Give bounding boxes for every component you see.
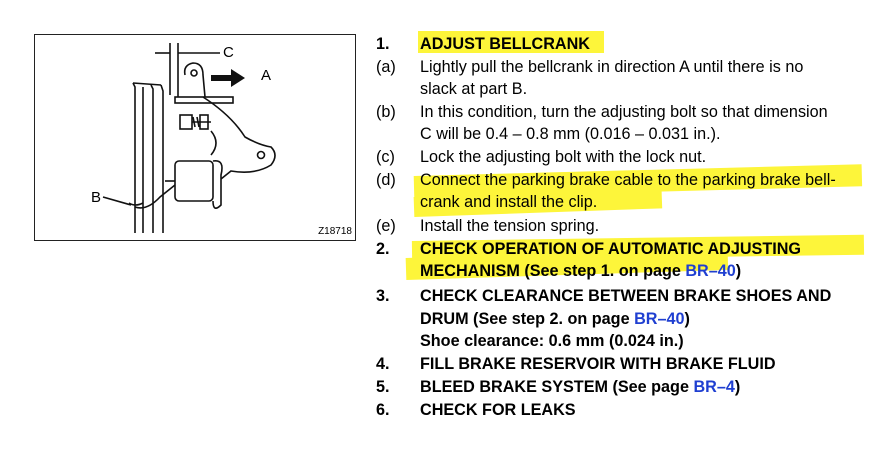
- step-6-number: 6.: [376, 401, 390, 419]
- step-1-title: ADJUST BELLCRANK: [420, 35, 590, 53]
- step-5-title: BLEED BRAKE SYSTEM (See page BR–4): [420, 377, 740, 398]
- step-b-number: (b): [376, 103, 396, 121]
- step-3-close: ): [684, 310, 690, 328]
- bellcrank-illustration: [102, 43, 276, 233]
- step-2-number: 2.: [376, 240, 390, 258]
- step-2-mechanism: MECHANISM: [420, 262, 520, 280]
- step-a-line2: slack at part B.: [420, 80, 528, 98]
- step-2-see: (See step 1. on page: [519, 262, 686, 280]
- step-5-close: ): [734, 378, 741, 396]
- step-2-line1: CHECK OPERATION OF AUTOMATIC ADJUSTING: [420, 240, 802, 258]
- step-3-line2: DRUM (See step 2. on page BR–40): [420, 309, 690, 330]
- label-a: A: [261, 67, 272, 84]
- step-2-close: ): [735, 262, 742, 280]
- step-5-number: 5.: [376, 378, 390, 396]
- step-2-ref-link[interactable]: BR–40: [685, 262, 736, 280]
- step-e-line1: Install the tension spring.: [420, 217, 600, 235]
- step-4-title: FILL BRAKE RESERVOIR WITH BRAKE FLUID: [420, 355, 776, 373]
- step-5-bleed: BLEED BRAKE SYSTEM (See page: [420, 378, 694, 396]
- step-3-line1: CHECK CLEARANCE BETWEEN BRAKE SHOES AND: [420, 287, 832, 305]
- step-c-line1: Lock the adjusting bolt with the lock nu…: [420, 148, 707, 166]
- step-2-line2: MECHANISM (See step 1. on page BR–40): [420, 261, 741, 282]
- step-d-line1: Connect the parking brake cable to the p…: [420, 171, 836, 189]
- highlight-step1: [418, 31, 604, 53]
- step-a-number: (a): [376, 58, 396, 76]
- step-6-title: CHECK FOR LEAKS: [420, 401, 576, 419]
- step-3-shoe-clearance: Shoe clearance: 0.6 mm (0.024 in.): [420, 332, 684, 350]
- step-a-line1: Lightly pull the bellcrank in direction …: [420, 58, 804, 76]
- label-b: B: [91, 189, 102, 206]
- step-b-line2: C will be 0.4 – 0.8 mm (0.016 – 0.031 in…: [420, 125, 721, 143]
- step-4-number: 4.: [376, 355, 390, 373]
- step-e-number: (e): [376, 217, 396, 235]
- step-c-number: (c): [376, 148, 395, 166]
- label-c: C: [223, 44, 234, 61]
- bellcrank-figure: C A B Z18718: [34, 34, 356, 241]
- step-5-ref-link[interactable]: BR–4: [693, 378, 735, 396]
- step-b-line1: In this condition, turn the adjusting bo…: [420, 103, 828, 121]
- step-1-number: 1.: [376, 35, 390, 53]
- figure-id: Z18718: [318, 226, 352, 237]
- step-d-line2: crank and install the clip.: [420, 193, 598, 211]
- step-3-ref-link[interactable]: BR–40: [634, 310, 685, 328]
- step-d-number: (d): [376, 171, 396, 189]
- step-3-number: 3.: [376, 287, 390, 305]
- step-3-drum: DRUM (See step 2. on page: [420, 310, 635, 328]
